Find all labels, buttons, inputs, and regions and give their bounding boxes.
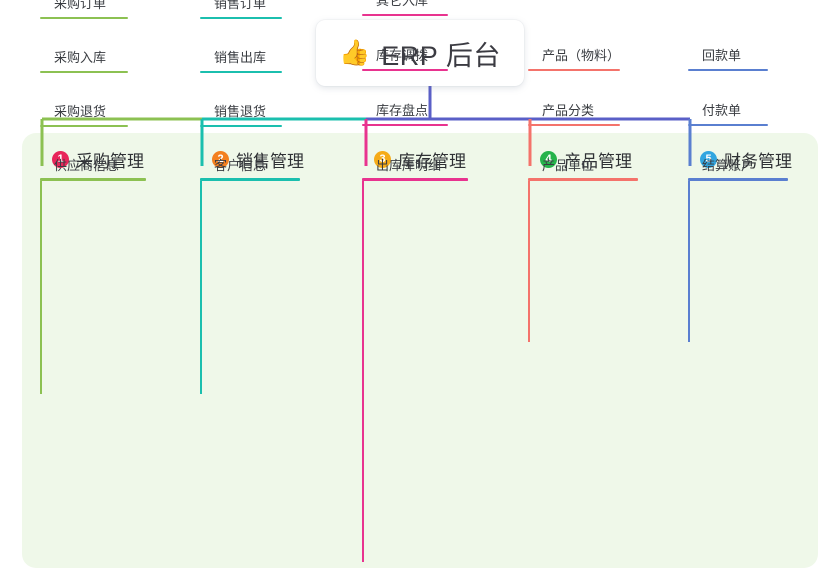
branch-column-4: 4 产品管理 产品（物料） 产品分类产品单位 <box>528 48 638 342</box>
branch-item-label: 供应商信息 <box>54 158 120 173</box>
branch-item-label: 回款单 <box>702 48 742 63</box>
branch-item-rule <box>200 125 282 127</box>
root-node-content: 👍 ERP 后台 <box>339 34 501 73</box>
branch-item-rule <box>362 179 468 181</box>
branch-title-5: 财务管理 <box>724 151 792 171</box>
branch-title-2: 销售管理 <box>236 151 304 171</box>
branch-spine-1 <box>40 181 42 394</box>
branch-item-label: 其它入库 <box>376 0 429 8</box>
root-node-title: ERP 后台 <box>381 40 501 71</box>
branch-item-label: 产品单位 <box>542 158 595 173</box>
branch-item-label: 采购订单 <box>54 0 107 11</box>
branch-badge-1: 1 <box>52 150 69 168</box>
branch-badge-2: 2 <box>212 150 229 168</box>
branch-header-5[interactable]: 5 财务管理 <box>688 146 792 172</box>
branch-item-rule <box>200 71 282 73</box>
branch-item-label: 产品分类 <box>542 103 595 118</box>
branch-item-label: 销售出库 <box>214 50 267 65</box>
branch-item-rule <box>40 179 140 181</box>
root-node[interactable]: 👍 ERP 后台 <box>316 20 524 86</box>
branch-title-3: 库存管理 <box>398 151 466 171</box>
branch-item-rule <box>528 124 620 126</box>
branch-items-2: 销售订单销售出库销售退货客户信息 <box>200 0 304 394</box>
branch-items-5: 回款单付款单结算账户 <box>688 48 792 342</box>
branch-items-1: 采购订单采购入库采购退货供应商信息 <box>40 0 146 394</box>
branch-item-rule <box>362 124 448 126</box>
branch-item-rule <box>200 17 282 19</box>
branch-item-label: 付款单 <box>702 103 742 118</box>
branch-item-label: 库存调拨 <box>376 48 429 63</box>
branch-column-3: 3库存管理仓库信息产品库存其它出库其它入库库存调拨库存盘点出库库明细 <box>362 0 468 562</box>
branch-items-4: 产品（物料） 产品分类产品单位 <box>528 48 638 342</box>
branch-spine-5 <box>688 181 690 342</box>
branch-spine-2 <box>200 181 202 394</box>
branch-item-rule <box>528 179 626 181</box>
branch-item-rule <box>688 69 768 71</box>
branch-header-1[interactable]: 1 采购管理 <box>40 146 146 172</box>
branch-spine-4 <box>528 181 530 342</box>
branch-item-rule <box>40 17 128 19</box>
branches-panel <box>22 133 818 568</box>
branch-item-label: 销售退货 <box>214 104 267 119</box>
branch-title-1: 采购管理 <box>76 151 144 171</box>
branch-badge-4: 4 <box>540 150 557 168</box>
branch-header-3[interactable]: 3 库存管理 <box>362 146 468 172</box>
branch-item-rule <box>200 179 288 181</box>
branch-item-label: 销售订单 <box>214 0 267 11</box>
branch-title-4: 产品管理 <box>564 151 632 171</box>
branch-item-rule <box>688 179 780 181</box>
branch-header-2[interactable]: 2 销售管理 <box>200 146 304 172</box>
branch-item-rule <box>528 69 620 71</box>
branch-item-rule <box>688 124 768 126</box>
branch-header-4[interactable]: 4 产品管理 <box>528 146 638 172</box>
thumbs-up-icon: 👍 <box>339 38 371 67</box>
branch-badge-5: 5 <box>700 150 717 168</box>
branch-item-label: 客户信息 <box>214 158 267 173</box>
branch-items-3: 仓库信息产品库存其它出库其它入库库存调拨库存盘点出库库明细 <box>362 0 468 562</box>
branch-badge-3: 3 <box>374 150 391 168</box>
branch-spine-3 <box>362 181 364 562</box>
branch-item-label: 结算账户 <box>702 158 755 173</box>
branch-item-rule <box>362 14 448 16</box>
branch-item-rule <box>40 125 128 127</box>
branch-item-rule <box>40 71 128 73</box>
branch-item-label: 出库库明细 <box>376 158 442 173</box>
branch-item-label: 产品（物料） <box>542 48 621 63</box>
branch-item-rule <box>362 69 448 71</box>
branch-item-label: 库存盘点 <box>376 103 429 118</box>
branch-item-label: 采购退货 <box>54 104 107 119</box>
branch-item-label: 采购入库 <box>54 50 107 65</box>
